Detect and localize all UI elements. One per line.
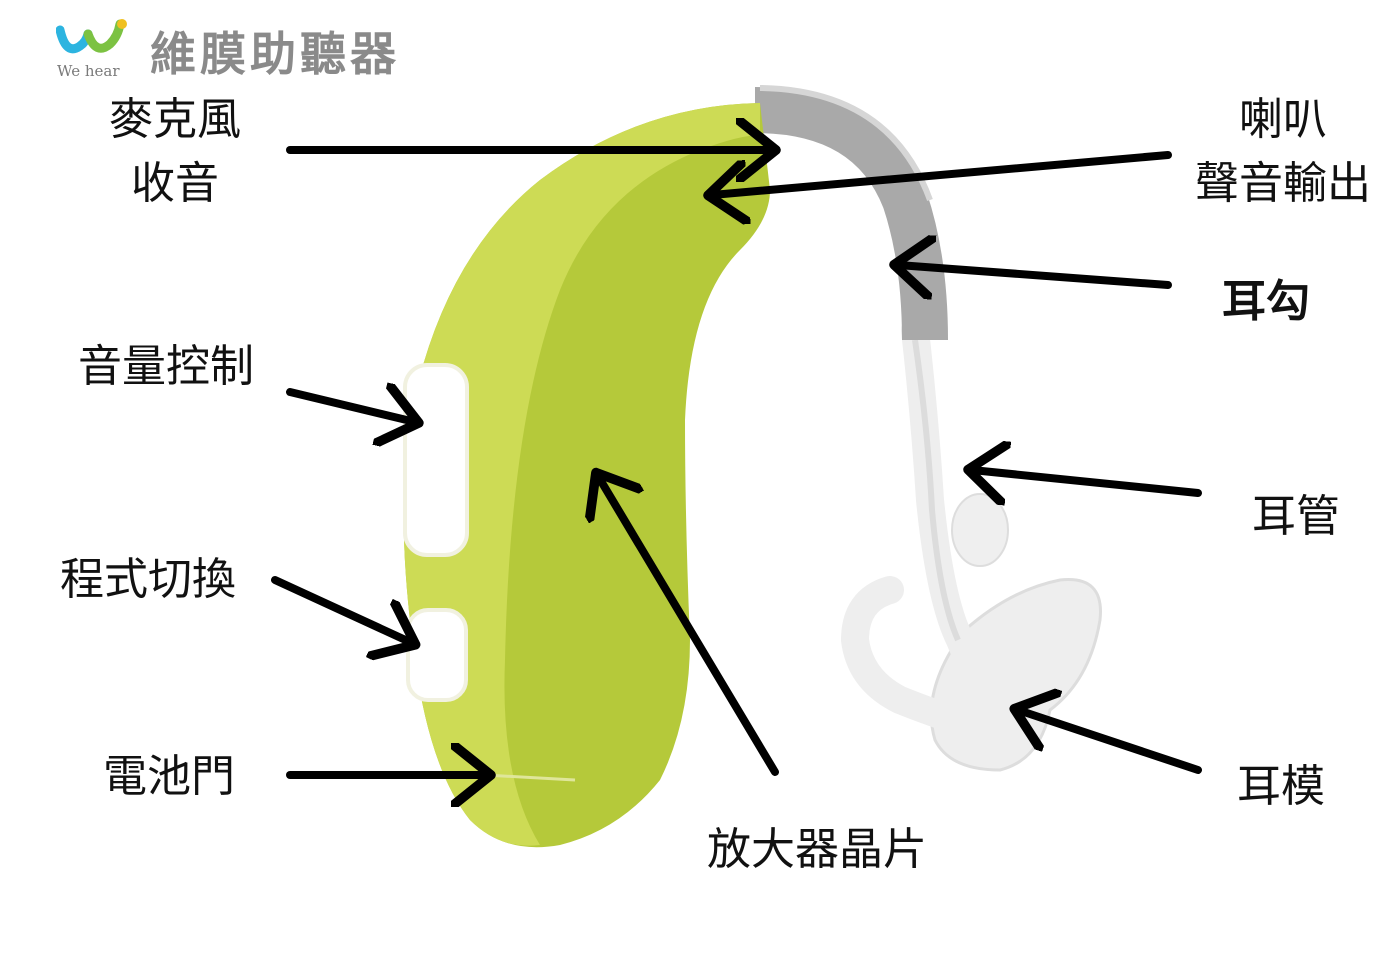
hearing-aid-highlight [403, 103, 760, 846]
arrow-ear-tube [972, 470, 1202, 493]
label-speaker-line1: 喇叭 [1239, 94, 1327, 145]
label-program-switch: 程式切換 [60, 554, 236, 605]
label-speaker-line2: 聲音輸出 [1195, 157, 1371, 209]
brand-name: 維膜助聽器 [150, 27, 400, 81]
label-microphone: 麥克風 收音 [95, 88, 255, 216]
battery-door-line [484, 773, 576, 782]
label-ear-tube: 耳管 [1252, 491, 1340, 542]
wehear-logo-icon [56, 19, 127, 54]
label-battery-door: 電池門 [103, 751, 235, 802]
label-speaker: 喇叭 聲音輸出 [1180, 88, 1386, 216]
label-ear-mold: 耳模 [1237, 761, 1325, 812]
label-volume-control: 音量控制 [78, 341, 254, 392]
arrow-ear-mold [1018, 710, 1202, 774]
ear-tube-inner [912, 339, 961, 642]
arrow-program [271, 576, 412, 643]
arrow-volume [286, 392, 415, 422]
label-ear-hook: 耳勾 [1222, 276, 1310, 327]
arrow-ear-hook [898, 265, 1172, 285]
label-amplifier-chip: 放大器晶片 [707, 824, 927, 875]
brand-subtitle: We hear [57, 62, 120, 80]
label-microphone-line1: 麥克風 [109, 94, 241, 145]
arrow-amplifier [598, 476, 779, 776]
arrow-speaker [712, 151, 1172, 195]
label-microphone-line2: 收音 [131, 157, 219, 209]
